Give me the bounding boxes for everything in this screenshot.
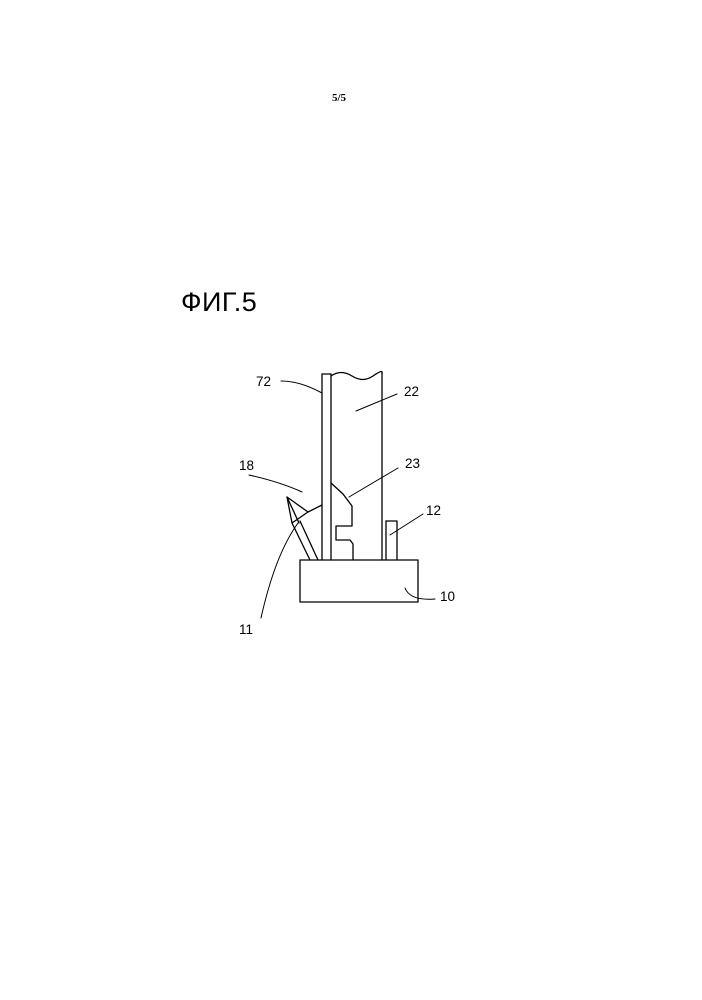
leader-11 [261,523,298,618]
board [331,372,382,560]
clip-wedge [287,497,322,560]
label-72: 72 [256,374,271,389]
label-10: 10 [440,589,455,604]
label-23: 23 [405,456,420,471]
label-22: 22 [404,384,419,399]
right-foot [386,521,397,560]
base-block [300,560,418,602]
leader-12 [390,514,423,535]
label-11: 11 [239,622,253,637]
leader-23 [349,468,398,497]
panel-strip [322,374,331,560]
leader-72 [281,381,322,393]
leader-10 [405,588,435,599]
leader-18 [249,475,302,492]
leader-22 [356,394,397,411]
label-12: 12 [426,503,441,518]
label-18: 18 [239,458,254,473]
